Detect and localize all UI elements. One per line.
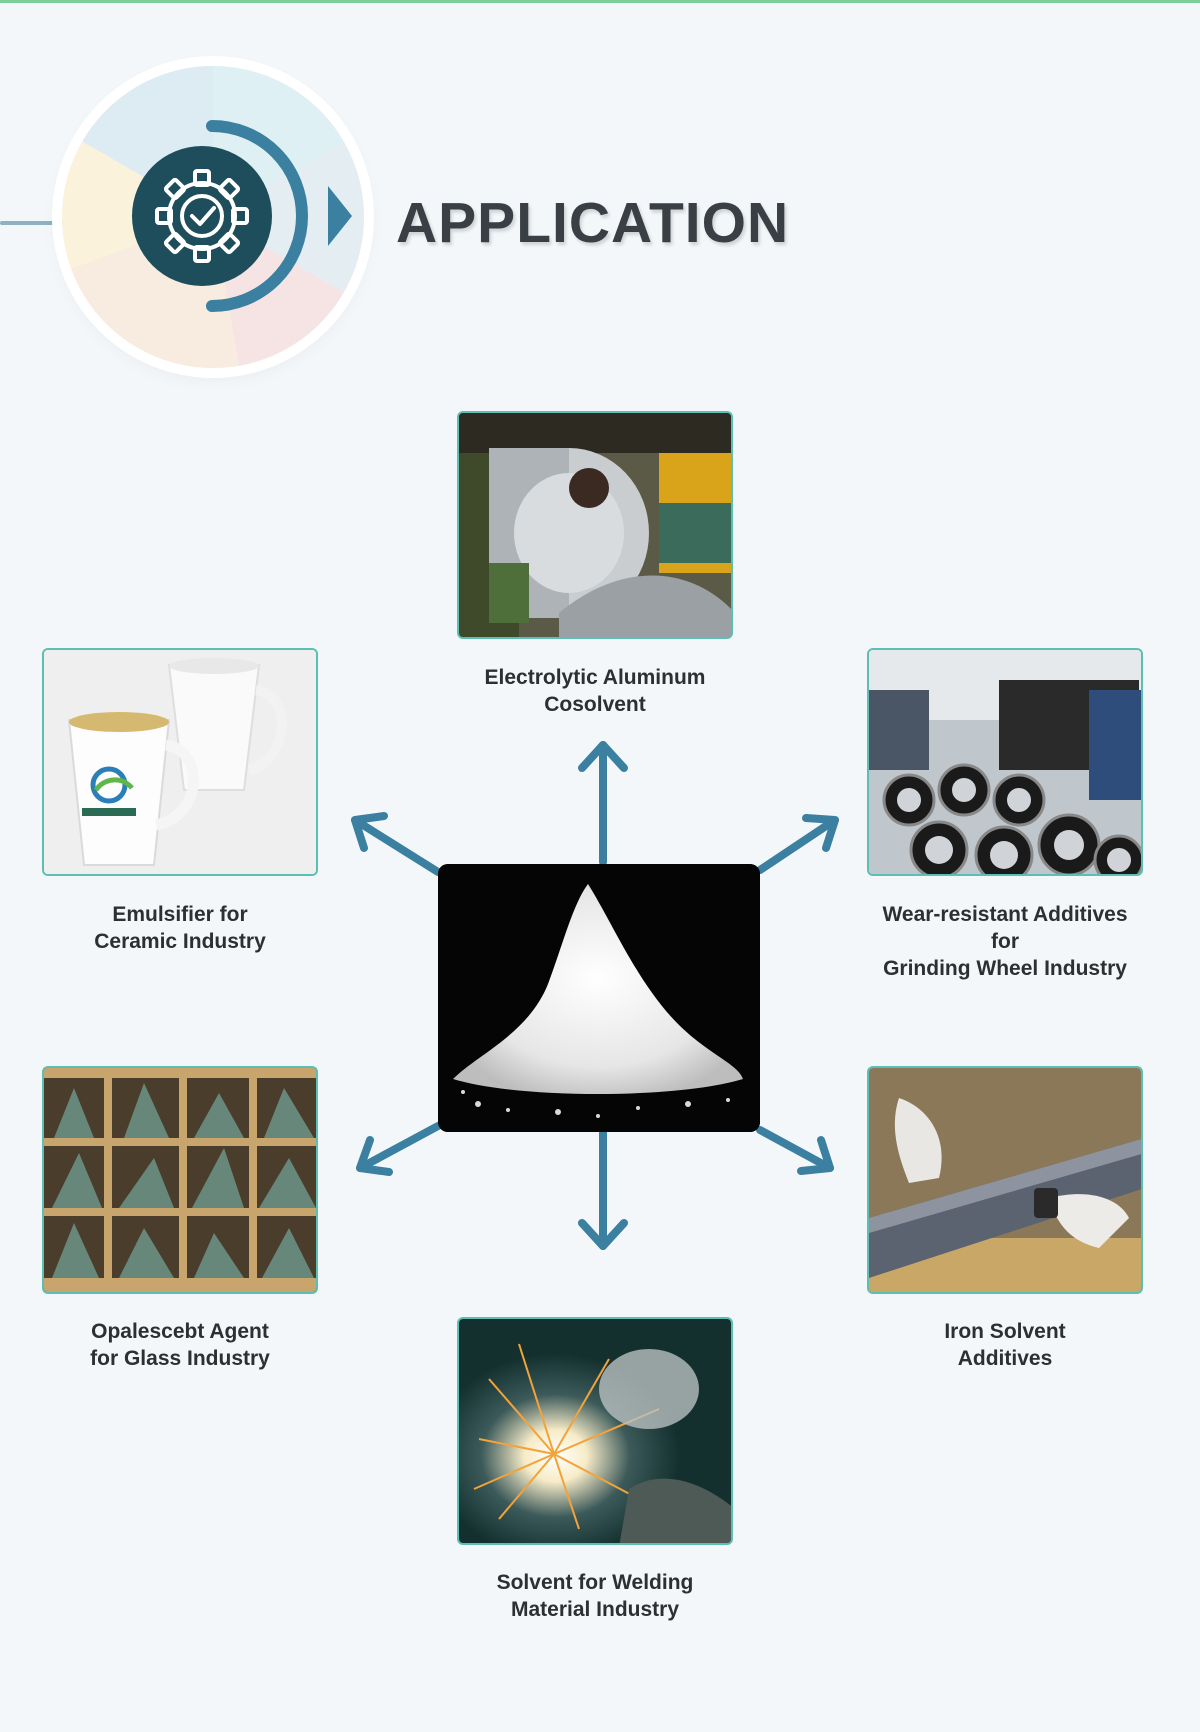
iron-pipe-image [869,1068,1141,1292]
label-welding: Solvent for Welding Material Industry [430,1569,760,1623]
label-line: Wear-resistant Additives [882,903,1128,926]
arrow-up [578,741,628,866]
label-line: Solvent for Welding [496,1571,694,1594]
label-line: Opalescebt Agent [91,1320,269,1343]
welding-sparks-image [459,1319,731,1543]
card-welding [457,1317,733,1545]
label-iron: Iron Solvent Additives [840,1318,1170,1372]
card-aluminum [457,411,733,639]
arrow-up-left [351,812,442,876]
label-line: Additives [957,1347,1053,1370]
arrow-up-right [756,814,839,874]
glass-shelves-image [44,1068,316,1292]
wheels-image [869,650,1141,874]
label-line: for Glass Industry [90,1347,270,1370]
card-glass [42,1066,318,1294]
label-line: Cosolvent [544,693,646,716]
label-line: Emulsifier for [112,903,248,926]
arrow-down [578,1128,628,1250]
top-accent-line [0,0,1200,3]
arrow-down-right [756,1126,834,1175]
label-line: for [991,930,1019,953]
header-connector-line [0,221,100,225]
aluminum-roll-image [459,413,731,637]
gear-check-icon [155,169,249,263]
arrow-down-left [356,1122,442,1176]
label-glass: Opalescebt Agent for Glass Industry [15,1318,345,1372]
label-line: Material Industry [510,1598,680,1621]
label-line: Electrolytic Aluminum [484,666,706,689]
label-ceramic: Emulsifier for Ceramic Industry [15,901,345,955]
card-iron [867,1066,1143,1294]
label-aluminum: Electrolytic Aluminum Cosolvent [430,664,760,718]
label-line: Iron Solvent [944,1320,1066,1343]
label-line: Ceramic Industry [94,930,266,953]
card-ceramic [42,648,318,876]
card-grinding [867,648,1143,876]
center-product-image [438,864,760,1132]
header-badge [132,120,352,312]
label-grinding: Wear-resistant Additives for Grinding Wh… [840,901,1170,982]
powder-pile-image [438,864,760,1132]
page-title: APPLICATION [396,191,790,255]
label-line: Grinding Wheel Industry [883,957,1127,980]
ceramic-mugs-image [44,650,316,874]
